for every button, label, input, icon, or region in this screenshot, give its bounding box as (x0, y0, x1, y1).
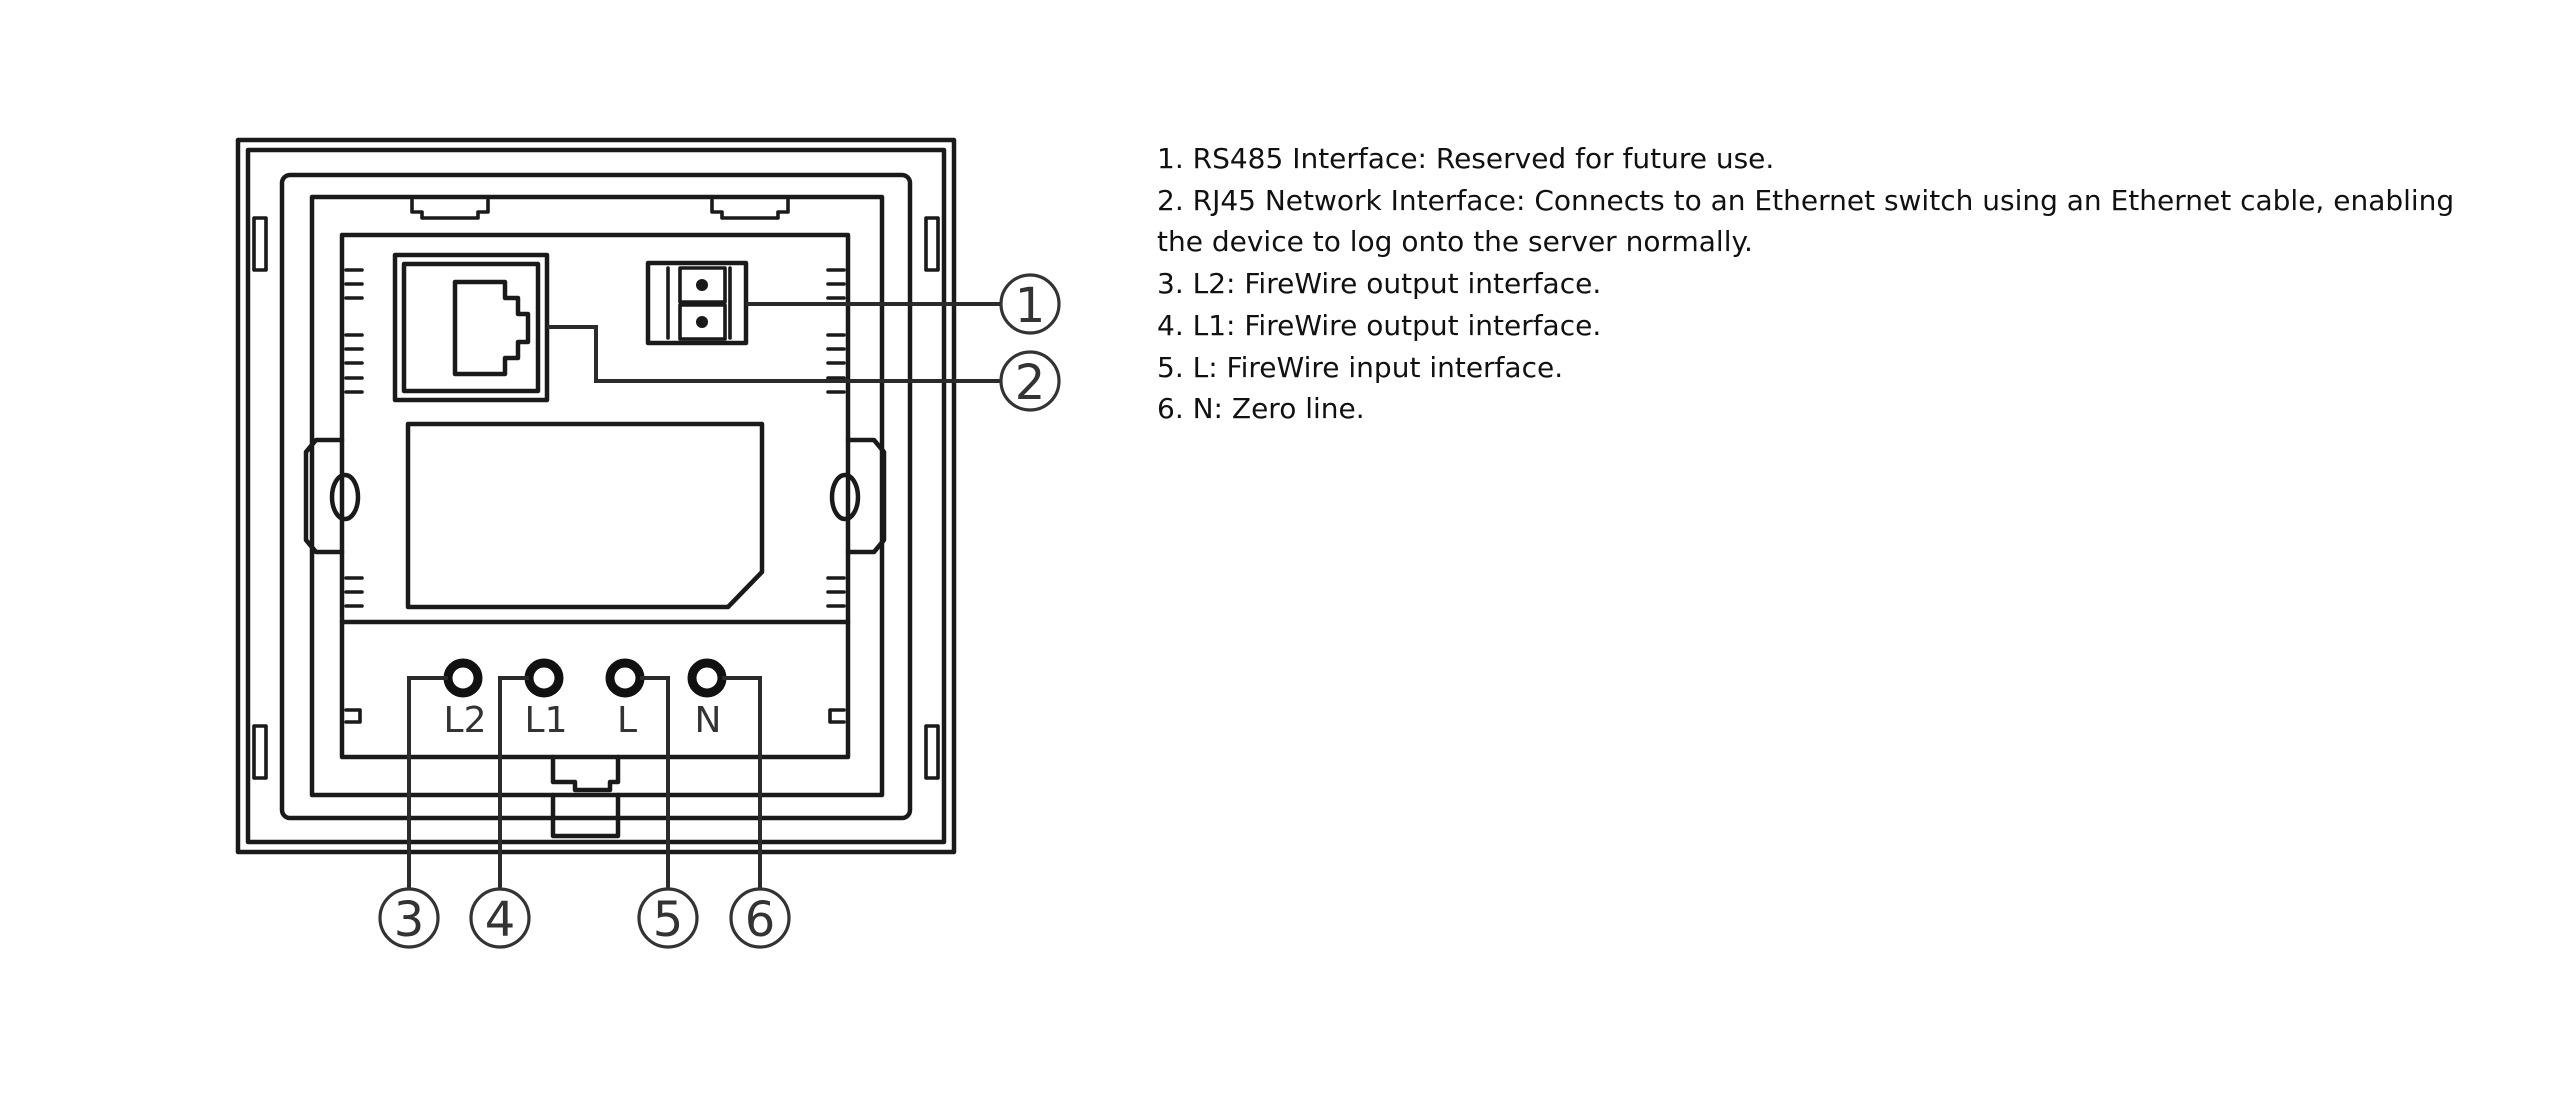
interface-legend: 1. RS485 Interface: Reserved for future … (1157, 138, 2497, 430)
rs485-screw-upper (696, 279, 708, 291)
label-recess (405, 421, 765, 610)
terminal-label-n: N (695, 700, 722, 741)
screw-hole-right (829, 472, 861, 522)
vent-ticks-right (826, 268, 846, 724)
side-tab-left-top (252, 216, 268, 272)
wiring-diagram-svg: L2 L1 L N ① 1 ② 2 ③ 3 ④ 4 (235, 137, 1061, 949)
rj45-port-inner (401, 261, 541, 394)
legend-item-l2: 3. L2: FireWire output interface. (1157, 267, 1602, 301)
rs485-pin-lower (678, 303, 727, 341)
legend-item-n: 6. N: Zero line. (1157, 392, 1365, 426)
leader-line-6 (722, 676, 762, 888)
legend-item-rj45: 2. RJ45 Network Interface: Connects to a… (1157, 183, 2455, 259)
legend-item-rs485: 1. RS485 Interface: Reserved for future … (1157, 142, 1775, 175)
svg-text:5: 5 (653, 892, 684, 948)
module-inner-frame (339, 232, 851, 760)
rs485-pin-upper (678, 266, 727, 304)
leader-line-2 (547, 325, 1000, 383)
svg-text:1: 1 (1015, 278, 1046, 334)
legend-item-l1: 4. L1: FireWire output interface. (1157, 308, 1602, 342)
terminal-label-l1: L1 (525, 700, 568, 741)
top-clip-left (410, 198, 490, 220)
terminal-l2 (443, 658, 483, 698)
side-tab-right-bottom (924, 724, 940, 780)
side-latch-right (845, 437, 887, 555)
terminal-l1 (524, 658, 564, 698)
svg-text:3: 3 (394, 892, 425, 948)
terminal-l (605, 658, 645, 698)
callout-3: ③ 3 (378, 887, 440, 949)
callout-1: ① 1 (999, 273, 1061, 335)
rs485-block-divider (666, 266, 732, 340)
leader-line-4 (498, 676, 529, 888)
callout-4: ④ 4 (469, 887, 531, 949)
callout-2: ② 2 (999, 350, 1061, 412)
rs485-screw-lower (696, 316, 708, 328)
bottom-notch (550, 792, 621, 839)
leader-line-5 (640, 676, 670, 888)
rj45-port-housing (392, 252, 550, 403)
side-latch-left (303, 437, 345, 555)
legend-item-l: 5. L: FireWire input interface. (1157, 350, 1564, 384)
leader-line-3 (407, 676, 448, 888)
side-tab-left-bottom (252, 724, 268, 780)
callout-6: ⑥ 6 (729, 887, 791, 949)
screw-hole-left (329, 472, 361, 522)
svg-text:2: 2 (1015, 355, 1046, 411)
terminal-label-l: L (617, 700, 637, 741)
module-body (309, 194, 885, 798)
bottom-slot (550, 754, 621, 793)
terminal-n (687, 658, 727, 698)
back-panel-diagram: L2 L1 L N ① 1 ② 2 ③ 3 ④ 4 (0, 0, 1100, 1093)
outer-frame-inner-edge (245, 147, 947, 845)
svg-text:4: 4 (485, 892, 516, 948)
vent-ticks-left (344, 268, 364, 724)
rj45-socket (452, 279, 531, 377)
terminal-label-l2: L2 (444, 700, 487, 741)
svg-text:6: 6 (745, 892, 776, 948)
mounting-plate (279, 172, 913, 821)
callout-5: ⑤ 5 (637, 887, 699, 949)
top-clip-right (710, 198, 790, 220)
side-tab-right-top (924, 216, 940, 272)
outer-frame (235, 137, 957, 855)
